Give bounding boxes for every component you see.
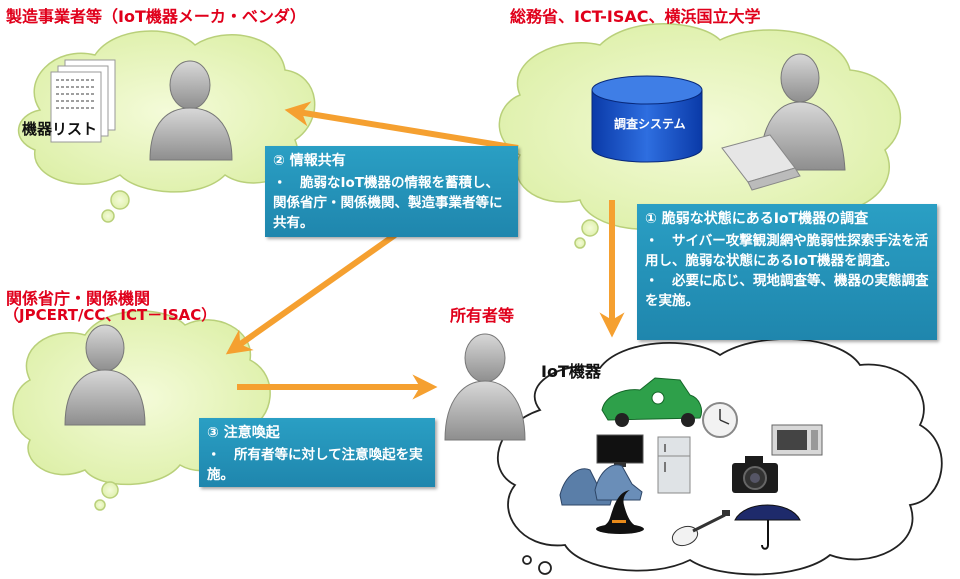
info-box-alert-title: ③ 注意喚起 <box>207 425 280 441</box>
info-box-survey-body: ・ サイバー攻撃観測網や脆弱性探索手法を活用し、脆弱な状態にあるIoT機器を調査… <box>645 233 929 309</box>
refrigerator-icon <box>657 436 691 494</box>
info-box-survey: ① 脆弱な状態にあるIoT機器の調査 ・ サイバー攻撃観測網や脆弱性探索手法を活… <box>637 204 937 340</box>
car-icon <box>601 377 703 427</box>
info-box-survey-title: ① 脆弱な状態にあるIoT機器の調査 <box>645 211 869 227</box>
person-silhouette-icon <box>444 333 526 441</box>
info-box-share-body: ・ 脆弱なIoT機器の情報を蓄積し、関係省庁・関係機関、製造事業者等に共有。 <box>273 175 503 231</box>
label-ministries: 関係省庁・関係機関 <box>6 289 151 308</box>
label-iot-devices: IoT機器 <box>541 362 601 381</box>
sneakers-icon <box>559 464 643 506</box>
info-box-share-title: ② 情報共有 <box>273 153 346 169</box>
umbrella-icon <box>734 504 801 550</box>
microwave-icon <box>771 424 823 456</box>
label-soumu: 総務省、ICT-ISAC、横浜国立大学 <box>510 7 761 26</box>
label-manufacturers: 製造事業者等（IoT機器メーカ・ベンダ） <box>6 7 306 26</box>
guitar-icon <box>671 510 730 547</box>
database-cylinder-icon <box>591 75 703 163</box>
arrows <box>225 101 625 400</box>
clock-icon <box>702 402 738 438</box>
arrow-share-to-ministries <box>225 232 397 355</box>
label-owners: 所有者等 <box>450 306 515 325</box>
camera-icon <box>732 456 778 493</box>
label-ministries-orgs: （JPCERT/CC、ICT－ISAC） <box>4 306 217 324</box>
info-box-alert-body: ・ 所有者等に対して注意喚起を実施。 <box>207 447 423 483</box>
laptop-icon <box>721 134 801 191</box>
info-box-alert: ③ 注意喚起 ・ 所有者等に対して注意喚起を実施。 <box>199 418 435 487</box>
witch-hat-icon <box>596 490 644 534</box>
person-silhouette-icon <box>149 60 233 161</box>
person-silhouette-icon <box>64 324 146 426</box>
info-box-share: ② 情報共有 ・ 脆弱なIoT機器の情報を蓄積し、関係省庁・関係機関、製造事業者… <box>265 146 518 237</box>
arrow-share-to-manufacturers <box>284 101 519 151</box>
label-survey-system: 調査システム <box>614 117 686 131</box>
document-stack-icon <box>50 59 116 143</box>
label-device-list: 機器リスト <box>22 120 98 138</box>
tv-icon <box>596 434 644 467</box>
